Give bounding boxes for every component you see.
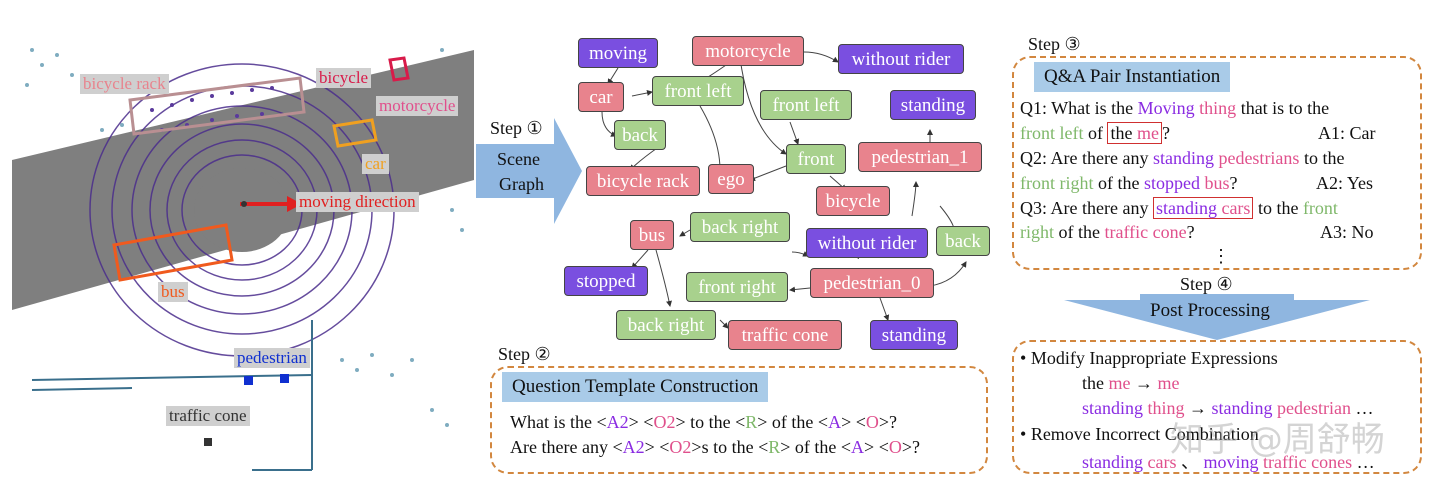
node-traffic-cone: traffic cone	[728, 320, 842, 350]
step2-label: Step ②	[498, 344, 551, 364]
node-bus: bus	[630, 220, 674, 250]
bullet-2-line1: standing cars 、 moving traffic cones …	[1082, 452, 1375, 472]
node-front: front	[786, 144, 846, 174]
step4-label: Step ④	[1180, 274, 1233, 294]
step3-label: Step ③	[1028, 34, 1081, 54]
node-front-left-2: front left	[760, 90, 852, 120]
lidar-panel: bicycle rack bicycle motorcycle car movi…	[12, 30, 474, 474]
q2-line1: Q2: Are there any standing pedestrians t…	[1020, 148, 1345, 168]
node-bicycle-rack: bicycle rack	[586, 166, 700, 196]
q1-highlight: the me	[1107, 122, 1162, 144]
q1-line1: Q1: What is the Moving thing that is to …	[1020, 98, 1330, 118]
node-back-2: back	[936, 226, 990, 256]
node-moving: moving	[578, 38, 658, 68]
node-back-right-2: back right	[616, 310, 716, 340]
a2: A2: Yes	[1316, 173, 1374, 193]
bullet-1-line2: standing thing → standing pedestrian …	[1082, 398, 1374, 418]
a1: A1: Car	[1318, 123, 1376, 143]
label-traffic-cone: traffic cone	[166, 406, 250, 426]
bullet-1-line1: the me → me	[1082, 373, 1180, 393]
node-without-rider-top: without rider	[838, 44, 964, 74]
node-stopped: stopped	[564, 266, 648, 296]
node-bicycle: bicycle	[816, 186, 890, 216]
bullet-2: • Remove Incorrect Combination	[1020, 424, 1259, 444]
label-bicycle-rack: bicycle rack	[80, 74, 169, 94]
node-standing-bottom: standing	[870, 320, 958, 350]
label-bicycle: bicycle	[316, 68, 372, 88]
q1-line2: front left of the me?	[1020, 122, 1170, 144]
node-front-right: front right	[686, 272, 788, 302]
node-front-left-1: front left	[652, 76, 744, 106]
a3: A3: No	[1320, 222, 1374, 242]
step4-box	[1012, 340, 1422, 474]
label-motorcycle: motorcycle	[376, 96, 459, 116]
step1-label: Step ①	[490, 118, 543, 138]
q3-highlight: standing cars	[1152, 197, 1254, 219]
label-car: car	[362, 154, 389, 174]
step2-title: Question Template Construction	[502, 372, 769, 402]
node-without-rider-bottom: without rider	[806, 228, 928, 258]
template-1: What is the <A2> <O2> to the <R> of the …	[510, 412, 898, 432]
arrow1-line2: Graph	[499, 174, 544, 194]
node-motorcycle: motorcycle	[692, 36, 804, 66]
arrow1-line1: Scene	[497, 149, 540, 169]
step2-box	[490, 366, 988, 474]
step3-ellipsis: ⋮	[1212, 246, 1230, 266]
q3-line1: Q3: Are there any standing cars to the f…	[1020, 197, 1338, 219]
label-pedestrian: pedestrian	[234, 348, 310, 368]
watermark: 知乎 @周舒畅	[1170, 420, 1385, 460]
node-ego: ego	[708, 164, 754, 194]
q3-line2: right of the traffic cone?	[1020, 222, 1195, 242]
q2-line2: front right of the stopped bus?	[1020, 173, 1238, 193]
node-back-right-1: back right	[690, 212, 790, 242]
scene-graph-arrow	[476, 118, 582, 224]
node-car: car	[578, 82, 624, 112]
node-pedestrian-0: pedestrian_0	[810, 268, 934, 298]
post-processing-arrow	[1064, 294, 1370, 340]
node-pedestrian-1: pedestrian_1	[858, 142, 982, 172]
bullet-1: • Modify Inappropriate Expressions	[1020, 348, 1278, 368]
step4-title: Post Processing	[1150, 300, 1270, 321]
node-back-1: back	[614, 120, 666, 150]
template-2: Are there any <A2> <O2>s to the <R> of t…	[510, 437, 920, 457]
label-bus: bus	[158, 282, 188, 302]
label-moving-direction: moving direction	[296, 192, 419, 212]
step3-box	[1012, 56, 1422, 270]
step3-title: Q&A Pair Instantiation	[1034, 62, 1231, 92]
node-standing-top: standing	[890, 90, 976, 120]
